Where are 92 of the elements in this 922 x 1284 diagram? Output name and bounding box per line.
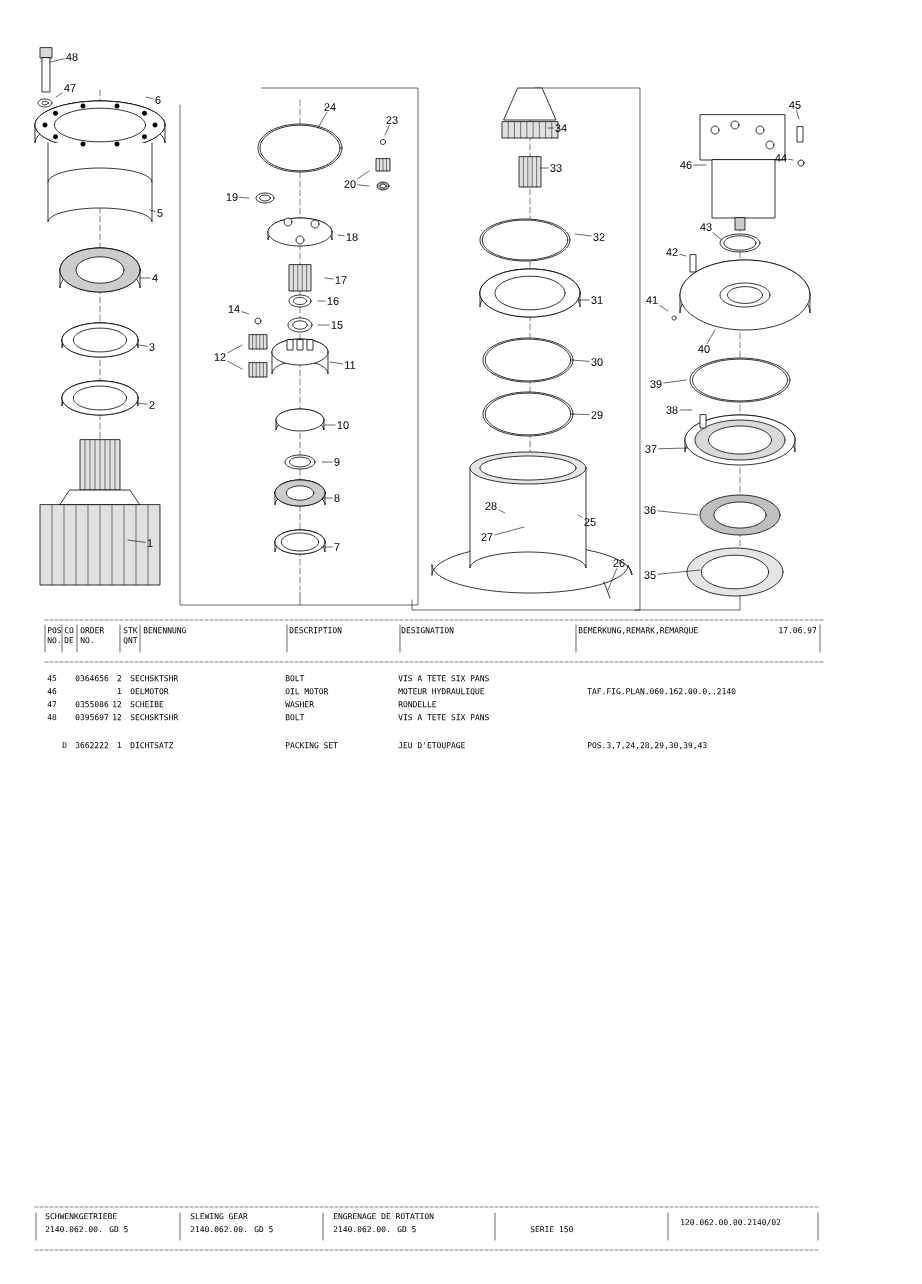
leader-line — [321, 497, 333, 499]
callout-number: 2 — [149, 401, 155, 409]
callout-number: 40 — [698, 345, 710, 353]
leader-line — [317, 300, 326, 302]
callout-number: 36 — [644, 506, 656, 514]
leader-line — [137, 344, 148, 347]
callout-number: 42 — [666, 248, 678, 256]
callout-number: 23 — [386, 116, 398, 124]
leader-line — [149, 209, 156, 212]
callout-number: 43 — [700, 223, 712, 231]
leader-line — [547, 127, 554, 129]
leader-line — [357, 184, 370, 187]
callout-number: 1 — [147, 539, 153, 547]
leader-line — [127, 539, 146, 543]
callout-number: 31 — [591, 296, 603, 304]
leader-line — [796, 110, 800, 120]
leader-line — [227, 344, 243, 354]
callout-number: 48 — [66, 53, 78, 61]
callout-number: 46 — [680, 161, 692, 169]
leader-line — [321, 461, 333, 463]
callout-number: 19 — [226, 193, 238, 201]
callout-number: 25 — [584, 518, 596, 526]
callout-number: 4 — [152, 274, 158, 282]
callout-number: 7 — [334, 543, 340, 551]
callout-number: 20 — [344, 180, 356, 188]
callout-number: 11 — [345, 361, 356, 369]
leader-line — [788, 159, 794, 161]
leader-line — [663, 379, 687, 384]
callout-number: 47 — [64, 84, 76, 92]
callout-number: 35 — [644, 571, 656, 579]
callout-number: 16 — [327, 297, 339, 305]
leader-line — [657, 569, 701, 575]
leader-line — [571, 359, 590, 362]
leader-line — [317, 324, 330, 326]
callout-number: 30 — [591, 358, 603, 366]
leader-line — [227, 360, 243, 370]
callout-number: 18 — [346, 233, 358, 241]
leader-line — [658, 447, 689, 450]
callout-number: 41 — [646, 296, 658, 304]
leader-line — [49, 58, 65, 63]
leader-line — [607, 568, 617, 591]
callout-number: 3 — [149, 343, 155, 351]
callout-number: 29 — [591, 411, 603, 419]
leader-line — [357, 170, 370, 179]
callout-number: 10 — [337, 421, 349, 429]
leader-line — [693, 164, 707, 166]
callout-number: 24 — [324, 103, 336, 111]
callout-number: 45 — [789, 101, 801, 109]
callout-number: 17 — [335, 276, 347, 284]
leader-line — [577, 299, 590, 301]
leader-line — [574, 233, 592, 237]
callout-number: 12 — [214, 353, 226, 361]
callout-number: 44 — [775, 154, 787, 162]
leader-line — [321, 546, 333, 548]
leader-line — [139, 277, 151, 279]
callout-number: 27 — [481, 533, 493, 541]
callout-number: 28 — [485, 502, 497, 510]
callout-number: 37 — [645, 445, 657, 453]
leader-line — [55, 92, 63, 98]
callout-number: 26 — [613, 559, 625, 567]
callout-number: 39 — [650, 380, 662, 388]
leader-line — [712, 232, 723, 241]
leader-line — [145, 96, 154, 100]
leader-line — [384, 125, 390, 136]
leader-line — [706, 329, 716, 344]
leader-line — [679, 409, 693, 411]
leader-line — [494, 526, 525, 536]
leader-line — [539, 167, 549, 169]
callout-number: 5 — [157, 209, 163, 217]
callout-number: 14 — [228, 305, 240, 313]
leader-line — [657, 510, 699, 516]
leader-line — [577, 514, 583, 518]
leader-line — [337, 234, 345, 237]
leader-line — [137, 402, 148, 405]
leader-line — [498, 509, 506, 514]
leader-line — [324, 277, 334, 280]
callout-number: 32 — [593, 233, 605, 241]
leader-line — [679, 253, 687, 257]
callout-number: 38 — [666, 406, 678, 414]
leader-line — [659, 305, 669, 312]
leader-line — [317, 112, 328, 129]
callout-number: 6 — [155, 96, 161, 104]
callout-number: 34 — [555, 124, 567, 132]
callout-number: 9 — [334, 458, 340, 466]
leader-line — [329, 361, 343, 365]
leader-line — [571, 413, 590, 415]
callout-number: 33 — [550, 164, 562, 172]
leader-line — [239, 197, 250, 199]
callout-number: 15 — [331, 321, 343, 329]
leader-line — [241, 311, 250, 315]
callout-number: 8 — [334, 494, 340, 502]
leader-line — [324, 424, 336, 426]
